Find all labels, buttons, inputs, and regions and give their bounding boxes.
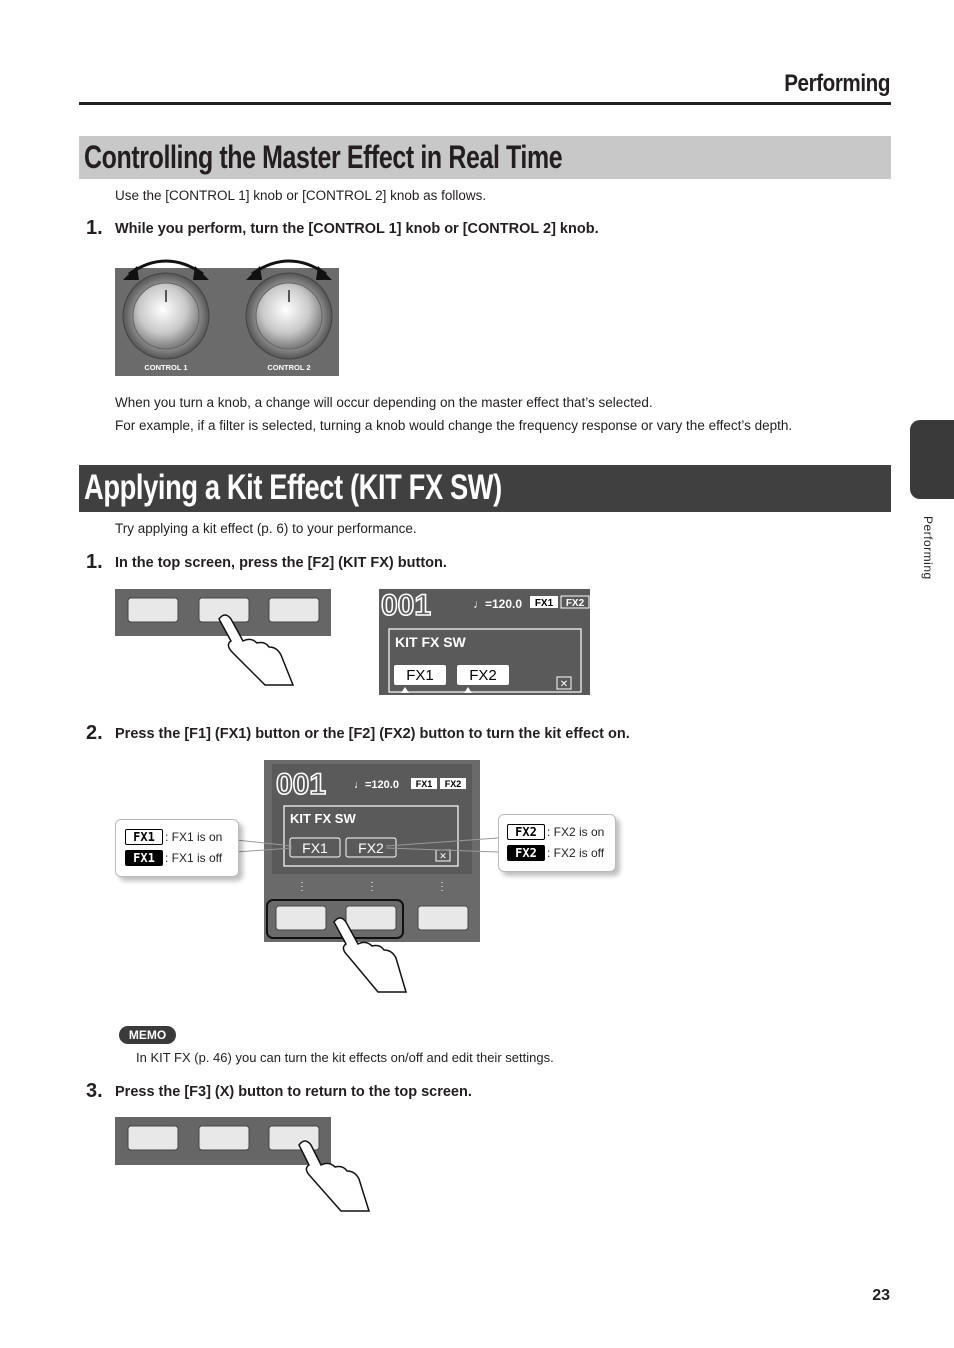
paragraph: For example, if a filter is selected, tu… — [115, 418, 793, 433]
f1-button[interactable] — [275, 905, 327, 931]
f2-button[interactable] — [198, 1125, 250, 1151]
panel-title: KIT FX SW — [395, 634, 467, 650]
f3-button[interactable] — [268, 597, 320, 623]
fx2-on-text: : FX2 is on — [547, 825, 605, 839]
close-icon: ✕ — [439, 851, 447, 861]
pointing-hand-icon — [218, 614, 295, 686]
fx1-on-text: : FX1 is on — [165, 830, 223, 844]
tempo-readout: ♩=120.0 — [354, 779, 399, 791]
chapter-tab — [910, 420, 954, 499]
f1-button[interactable] — [127, 597, 179, 623]
f1-button[interactable] — [127, 1125, 179, 1151]
step-number: 1. — [86, 551, 103, 573]
fx1-softkey: FX1 — [302, 840, 328, 856]
step-text: Press the [F3] (X) button to return to t… — [115, 1084, 472, 1100]
callout-leaders — [236, 837, 499, 853]
function-buttons-illustration — [115, 1117, 371, 1212]
pointing-hand-icon — [333, 917, 408, 993]
lcd-screen: 001 ♩=120.0 FX1 FX2 KIT FX SW FX1 FX2 ✕ — [379, 589, 590, 695]
header-fx2-badge: FX2 — [566, 598, 585, 609]
callout-fx2-legend: FX2: FX2 is on FX2: FX2 is off — [498, 814, 616, 872]
header-fx1-badge: FX1 — [416, 779, 433, 789]
kit-number: 001 — [276, 768, 326, 801]
intro-text: Try applying a kit effect (p. 6) to your… — [115, 521, 417, 536]
pointing-hand-icon — [298, 1140, 371, 1212]
function-buttons-illustration — [115, 589, 331, 686]
control-knobs-illustration: CONTROL 1 CONTROL 2 — [115, 259, 339, 376]
fx2-on-badge: FX2 — [507, 824, 545, 840]
header-rule — [79, 102, 891, 105]
intro-text: Use the [CONTROL 1] knob or [CONTROL 2] … — [115, 188, 487, 203]
memo-text: In KIT FX (p. 46) you can turn the kit e… — [136, 1050, 554, 1065]
tempo-readout: ♩=120.0 — [473, 597, 522, 611]
fx2-softkey: FX2 — [469, 667, 497, 684]
fx1-softkey: FX1 — [406, 667, 434, 684]
header-fx1-badge: FX1 — [535, 598, 554, 609]
fx1-off-text: : FX1 is off — [165, 851, 223, 865]
knob-label-2: CONTROL 2 — [267, 363, 310, 372]
f2-button[interactable] — [345, 905, 397, 931]
kit-number: 001 — [381, 589, 431, 622]
step-number: 1. — [86, 217, 103, 239]
section-title-master-effect: Controlling the Master Effect in Real Ti… — [79, 136, 891, 179]
knob-label-1: CONTROL 1 — [144, 363, 187, 372]
fx2-off-text: : FX2 is off — [547, 846, 605, 860]
step-text: In the top screen, press the [F2] (KIT F… — [115, 555, 447, 571]
page-number: 23 — [872, 1287, 890, 1304]
fx1-off-badge: FX1 — [125, 850, 163, 866]
fx2-softkey: FX2 — [358, 840, 384, 856]
step-text: While you perform, turn the [CONTROL 1] … — [115, 221, 599, 237]
panel-title: KIT FX SW — [290, 811, 356, 826]
step-number: 2. — [86, 722, 103, 744]
fx1-on-badge: FX1 — [125, 829, 163, 845]
screen-and-buttons-illustration: 001 ♩=120.0 FX1 FX2 KIT FX SW FX1 FX2 ✕ — [264, 760, 480, 993]
step-text: Press the [F1] (FX1) button or the [F2] … — [115, 726, 630, 742]
callout-fx1-legend: FX1: FX1 is on FX1: FX1 is off — [115, 819, 239, 877]
knob-control-2 — [245, 272, 333, 360]
header-fx2-badge: FX2 — [445, 779, 462, 789]
memo-badge: MEMO — [119, 1026, 176, 1044]
knob-control-1 — [122, 272, 210, 360]
fx2-off-badge: FX2 — [507, 845, 545, 861]
paragraph: When you turn a knob, a change will occu… — [115, 395, 653, 410]
close-icon: ✕ — [560, 679, 568, 690]
step-number: 3. — [86, 1080, 103, 1102]
section-title-kit-effect: Applying a Kit Effect (KIT FX SW) — [79, 465, 891, 512]
f3-button[interactable] — [417, 905, 469, 931]
chapter-label-vertical: Performing — [921, 516, 935, 580]
section-header: Performing — [784, 70, 890, 97]
